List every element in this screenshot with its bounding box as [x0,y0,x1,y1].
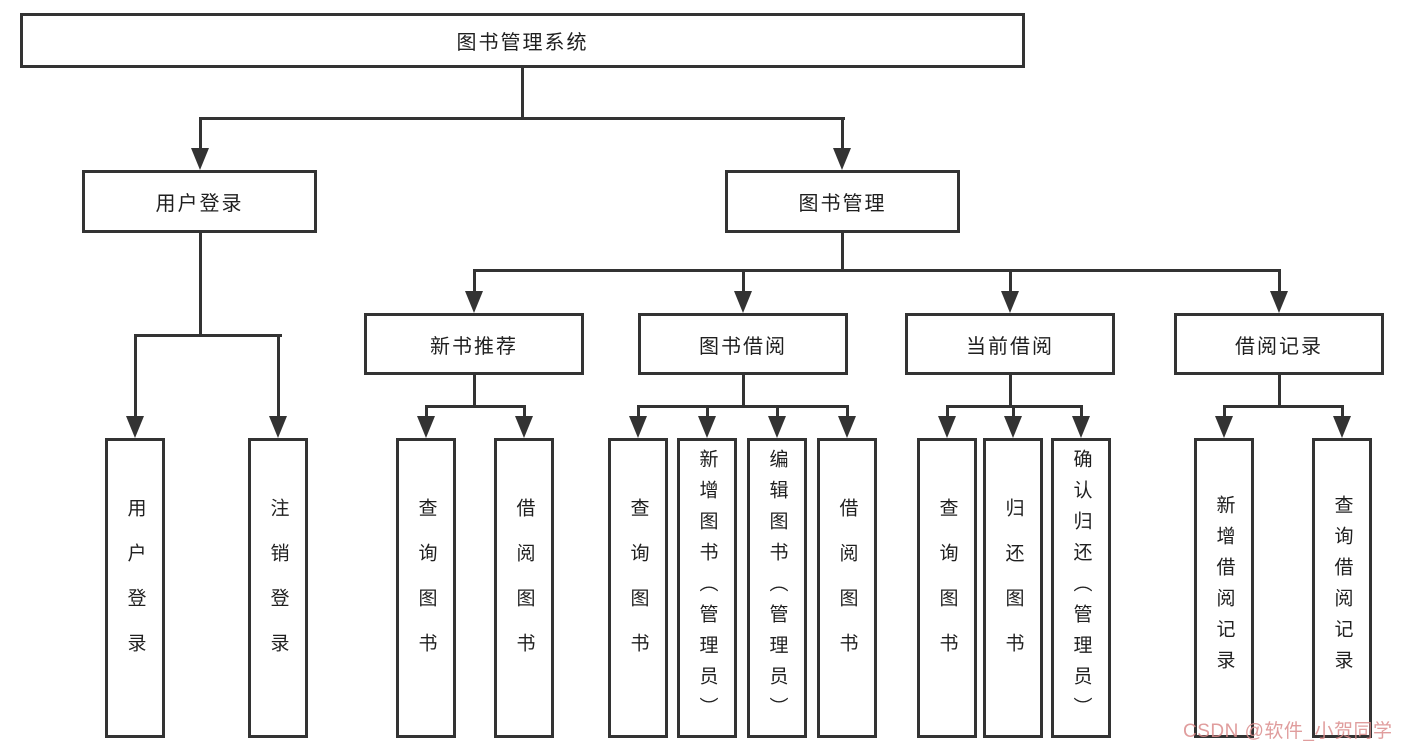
arrow-down-icon [768,416,786,438]
connector-h [424,404,526,408]
leaf-query-borrow-record-label: 查询借阅记录 [1331,495,1353,681]
connector-v [133,335,137,419]
leaf-borrow-books: 借阅图书 [817,438,877,738]
node-root: 图书管理系统 [20,13,1025,68]
leaf-borrow-books-recommend: 借阅图书 [494,438,554,738]
connector-h [1222,404,1344,408]
arrow-down-icon [269,416,287,438]
leaf-user-login-label: 用户登录 [124,498,146,678]
leaf-borrow-books-recommend-label: 借阅图书 [513,498,535,678]
connector-v [840,233,844,270]
leaf-query-borrow-record: 查询借阅记录 [1312,438,1372,738]
leaf-query-books-recommend-label: 查询图书 [415,498,437,678]
arrow-down-icon [698,416,716,438]
leaf-query-books-borrow-label: 查询图书 [627,498,649,678]
node-book-mgmt: 图书管理 [725,170,960,233]
connector-v [636,406,640,419]
leaf-confirm-return-admin-label: 确认归还（管理员） [1070,448,1092,728]
arrow-down-icon [1072,416,1090,438]
arrow-down-icon [838,416,856,438]
node-book-mgmt-label: 图书管理 [798,193,887,215]
connector-v [840,118,844,152]
connector-v [424,406,428,419]
connector-v [1222,406,1226,419]
leaf-query-books-recommend: 查询图书 [396,438,456,738]
arrow-down-icon [191,148,209,170]
arrow-down-icon [938,416,956,438]
node-current-borrow: 当前借阅 [905,313,1115,375]
arrow-down-icon [1004,416,1022,438]
arrow-down-icon [126,416,144,438]
node-user-login-label: 用户登录 [155,193,244,215]
node-current-borrow-label: 当前借阅 [966,335,1054,358]
connector-v [1008,375,1012,406]
connector-v [472,270,476,293]
connector-v [1277,375,1281,406]
csdn-watermark: CSDN @软件_小贺同学 [1183,721,1393,742]
connector-v [1277,270,1281,293]
arrow-down-icon [1270,291,1288,313]
connector-v [741,270,745,293]
connector-v [198,233,202,335]
leaf-add-borrow-record-label: 新增借阅记录 [1213,495,1235,681]
leaf-add-borrow-record: 新增借阅记录 [1194,438,1254,738]
connector-v [775,406,779,419]
connector-v [1079,406,1083,419]
connector-v [1011,406,1015,419]
node-new-book-recommend: 新书推荐 [364,313,584,375]
connector-v [945,406,949,419]
leaf-edit-books-admin-label: 编辑图书（管理员） [766,448,788,728]
connector-v [198,118,202,152]
arrow-down-icon [1333,416,1351,438]
node-new-book-recommend-label: 新书推荐 [430,335,518,358]
node-book-borrow: 图书借阅 [638,313,848,375]
arrow-down-icon [833,148,851,170]
arrow-down-icon [629,416,647,438]
leaf-edit-books-admin: 编辑图书（管理员） [747,438,807,738]
connector-v [522,406,526,419]
arrow-down-icon [1001,291,1019,313]
arrow-down-icon [515,416,533,438]
leaf-add-books-admin: 新增图书（管理员） [677,438,737,738]
arrow-down-icon [417,416,435,438]
node-root-label: 图书管理系统 [456,32,589,54]
node-user-login: 用户登录 [82,170,317,233]
leaf-return-books-label: 归还图书 [1002,498,1024,678]
connector-h [636,404,849,408]
connector-v [472,375,476,406]
leaf-query-books-borrow: 查询图书 [608,438,668,738]
connector-h [133,333,282,337]
connector-v [741,375,745,406]
leaf-add-books-admin-label: 新增图书（管理员） [696,448,718,728]
connector-h [198,116,845,120]
node-borrow-records-label: 借阅记录 [1235,335,1323,358]
leaf-logout: 注销登录 [248,438,308,738]
leaf-query-books-current: 查询图书 [917,438,977,738]
leaf-logout-label: 注销登录 [267,498,289,678]
leaf-borrow-books-label: 借阅图书 [836,498,858,678]
connector-h [472,268,1281,272]
connector-v [276,335,280,419]
node-borrow-records: 借阅记录 [1174,313,1384,375]
leaf-return-books: 归还图书 [983,438,1043,738]
arrow-down-icon [465,291,483,313]
arrow-down-icon [734,291,752,313]
connector-v [1340,406,1344,419]
connector-v [705,406,709,419]
connector-v [1008,270,1012,293]
connector-v [520,68,524,118]
leaf-confirm-return-admin: 确认归还（管理员） [1051,438,1111,738]
leaf-query-books-current-label: 查询图书 [936,498,958,678]
node-book-borrow-label: 图书借阅 [699,335,787,358]
arrow-down-icon [1215,416,1233,438]
leaf-user-login: 用户登录 [105,438,165,738]
connector-v [845,406,849,419]
